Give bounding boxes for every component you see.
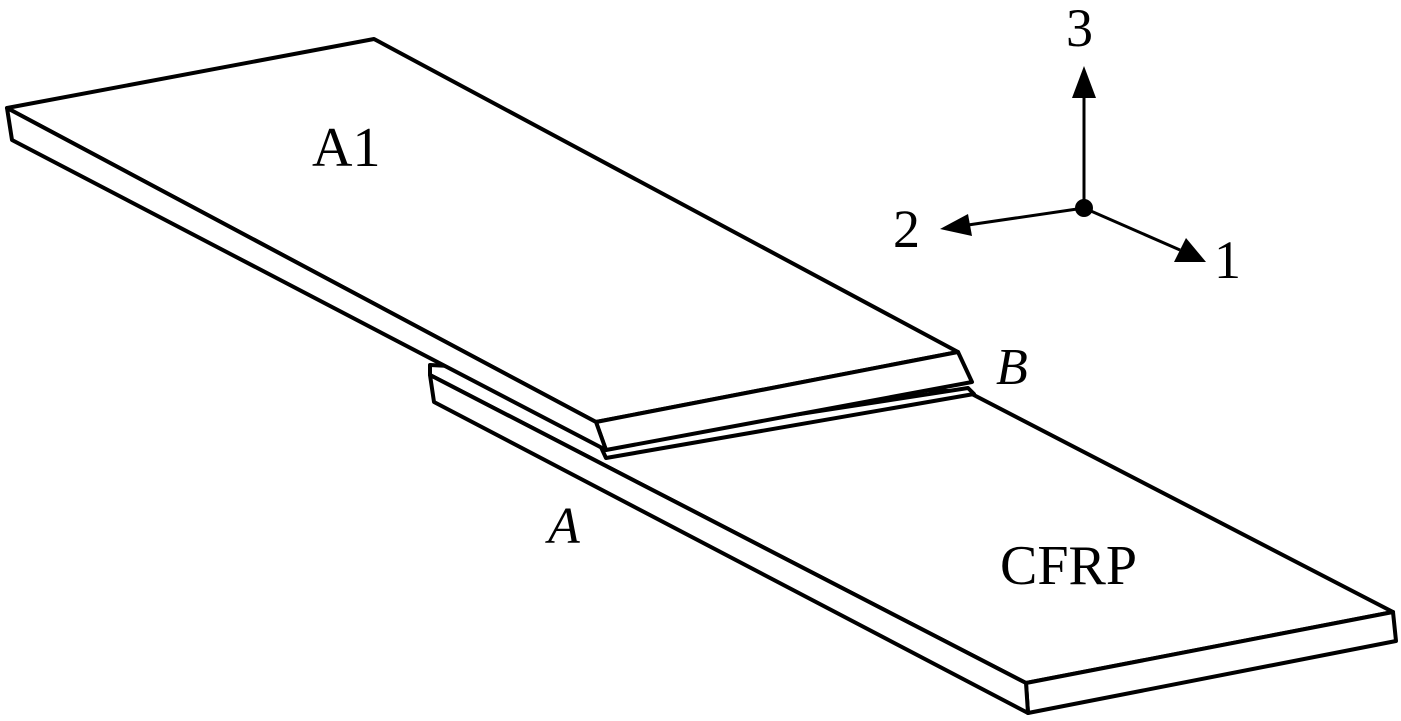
al-plate	[5, 37, 974, 452]
axis-1-label: 1	[1214, 230, 1241, 290]
point-b-label: B	[996, 339, 1028, 396]
al-plate-label: A1	[312, 117, 380, 179]
axis-1-arrowhead	[1174, 238, 1206, 262]
cfrp-plate-label: CFRP	[1000, 535, 1137, 597]
axis-2-arrowhead	[940, 214, 972, 236]
axis-2-line	[967, 206, 1085, 227]
axis-1-line	[1083, 206, 1181, 252]
axis-2-label: 2	[893, 199, 920, 259]
axis-origin-dot	[1075, 199, 1093, 217]
axis-3-label: 3	[1066, 0, 1093, 58]
coordinate-axes: 3 2 1	[893, 0, 1241, 290]
cfrp-plate-side-edge	[428, 373, 1030, 715]
axis-3-arrowhead	[1072, 66, 1096, 98]
al-plate-side-edge	[5, 106, 608, 452]
point-a-label: A	[545, 498, 580, 555]
